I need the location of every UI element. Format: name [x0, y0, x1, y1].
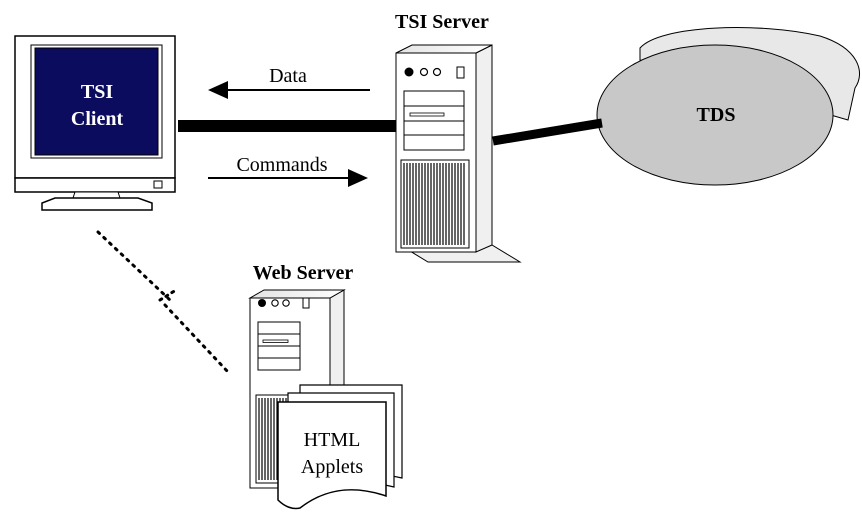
- server-tds-link: [492, 118, 603, 146]
- documents-label-line1: HTML: [304, 429, 361, 451]
- client-screen: [34, 47, 159, 156]
- client-label-line2: Client: [71, 108, 124, 130]
- html-applets-documents: HTML Applets: [277, 384, 403, 510]
- tds-label: TDS: [697, 104, 736, 126]
- documents-label-line2: Applets: [301, 456, 363, 478]
- commands-arrow: [208, 169, 368, 187]
- commands-label: Commands: [236, 154, 327, 176]
- client-label-line1: TSI: [81, 81, 113, 103]
- client-monitor: TSI Client: [14, 35, 176, 211]
- tsi-server-label: TSI Server: [395, 11, 489, 33]
- wireless-link: [96, 230, 230, 374]
- web-server-label: Web Server: [253, 262, 354, 284]
- tds-cloud: TDS: [596, 27, 860, 186]
- data-arrow: [208, 81, 370, 99]
- tsi-server-tower: [395, 44, 522, 263]
- data-label: Data: [269, 65, 307, 87]
